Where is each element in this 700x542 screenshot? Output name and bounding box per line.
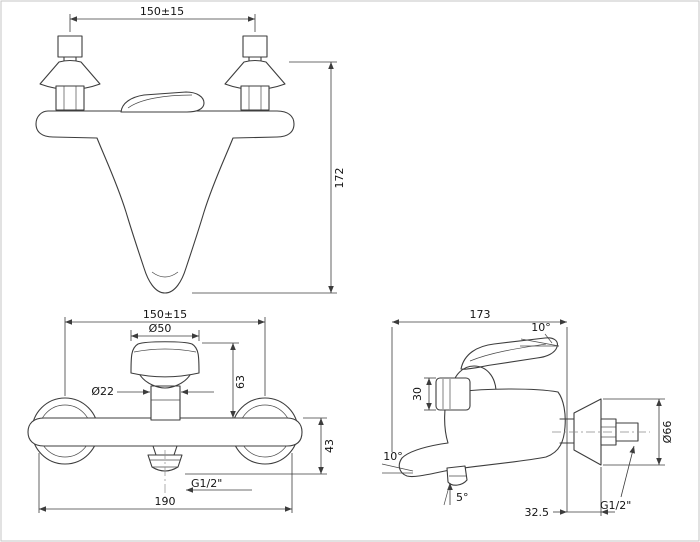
spout-outlet xyxy=(446,465,468,486)
dim-body-height: 43 xyxy=(323,439,336,453)
dim-diverter-height: 30 xyxy=(411,387,424,401)
dim-body-height-group: 43 xyxy=(185,417,336,475)
spout-mouth xyxy=(151,271,179,278)
handle-top-front xyxy=(130,341,200,378)
dim-column-diameter: Ø22 xyxy=(91,385,114,398)
dim-inlet-thread: G1/2" xyxy=(600,499,631,512)
faucet-body-bar xyxy=(27,417,303,447)
dim-inlet-spacing-upper-group: 150±15 xyxy=(69,5,256,32)
view-upper-front: 150±15 172 xyxy=(35,5,346,294)
dim-overall-depth: 173 xyxy=(470,308,491,321)
dim-spout-underside-angle: 10° xyxy=(383,450,403,463)
dim-outlet-angle-group: 5° xyxy=(443,482,469,506)
cartridge-column xyxy=(150,385,181,421)
dim-wall-offset: 32.5 xyxy=(525,506,550,519)
dim-outlet-angle: 5° xyxy=(456,491,469,504)
handle-dome xyxy=(139,374,191,389)
dim-outlet-thread-group: G1/2" xyxy=(186,477,252,493)
dim-wall-offset-group: 32.5 xyxy=(525,467,615,519)
view-side: 173 10° 30 10° 5° xyxy=(381,308,674,519)
dim-overall-height-group: 172 xyxy=(192,61,346,294)
diverter-knob xyxy=(435,377,471,411)
dim-handle-diameter-group: Ø50 xyxy=(130,322,200,341)
handle-lever-front xyxy=(120,91,205,113)
left-wall-union xyxy=(39,35,101,111)
dim-column-diameter-group: Ø22 xyxy=(91,385,214,398)
dim-handle-angle-group: 10° xyxy=(520,321,560,347)
dim-overall-width-group: 190 xyxy=(38,453,293,513)
right-wall-union xyxy=(224,35,286,111)
faucet-body-front xyxy=(35,110,295,294)
dim-overall-height: 172 xyxy=(333,168,346,189)
dim-handle-height: 63 xyxy=(234,375,247,389)
dim-inlet-spacing-upper: 150±15 xyxy=(140,5,184,18)
faucet-body-side xyxy=(398,388,566,478)
view-lower-front: 150±15 Ø50 Ø22 63 43 xyxy=(27,308,336,513)
dim-flange-diameter: Ø66 xyxy=(661,421,674,444)
dim-overall-depth-group: 173 xyxy=(391,308,568,512)
dim-inlet-thread-group: G1/2" xyxy=(600,445,636,512)
dim-handle-angle: 10° xyxy=(531,321,551,334)
dim-inlet-spacing-lower: 150±15 xyxy=(143,308,187,321)
dim-outlet-thread: G1/2" xyxy=(191,477,222,490)
dim-spout-underside-angle-group: 10° xyxy=(381,450,414,474)
dim-handle-diameter: Ø50 xyxy=(149,322,172,335)
dim-diverter-height-group: 30 xyxy=(411,377,436,411)
dim-handle-height-group: 63 xyxy=(202,342,247,418)
dim-overall-width: 190 xyxy=(155,495,176,508)
dim-flange-diameter-group: Ø66 xyxy=(603,398,674,466)
dim-inlet-spacing-lower-group: 150±15 xyxy=(64,308,266,396)
